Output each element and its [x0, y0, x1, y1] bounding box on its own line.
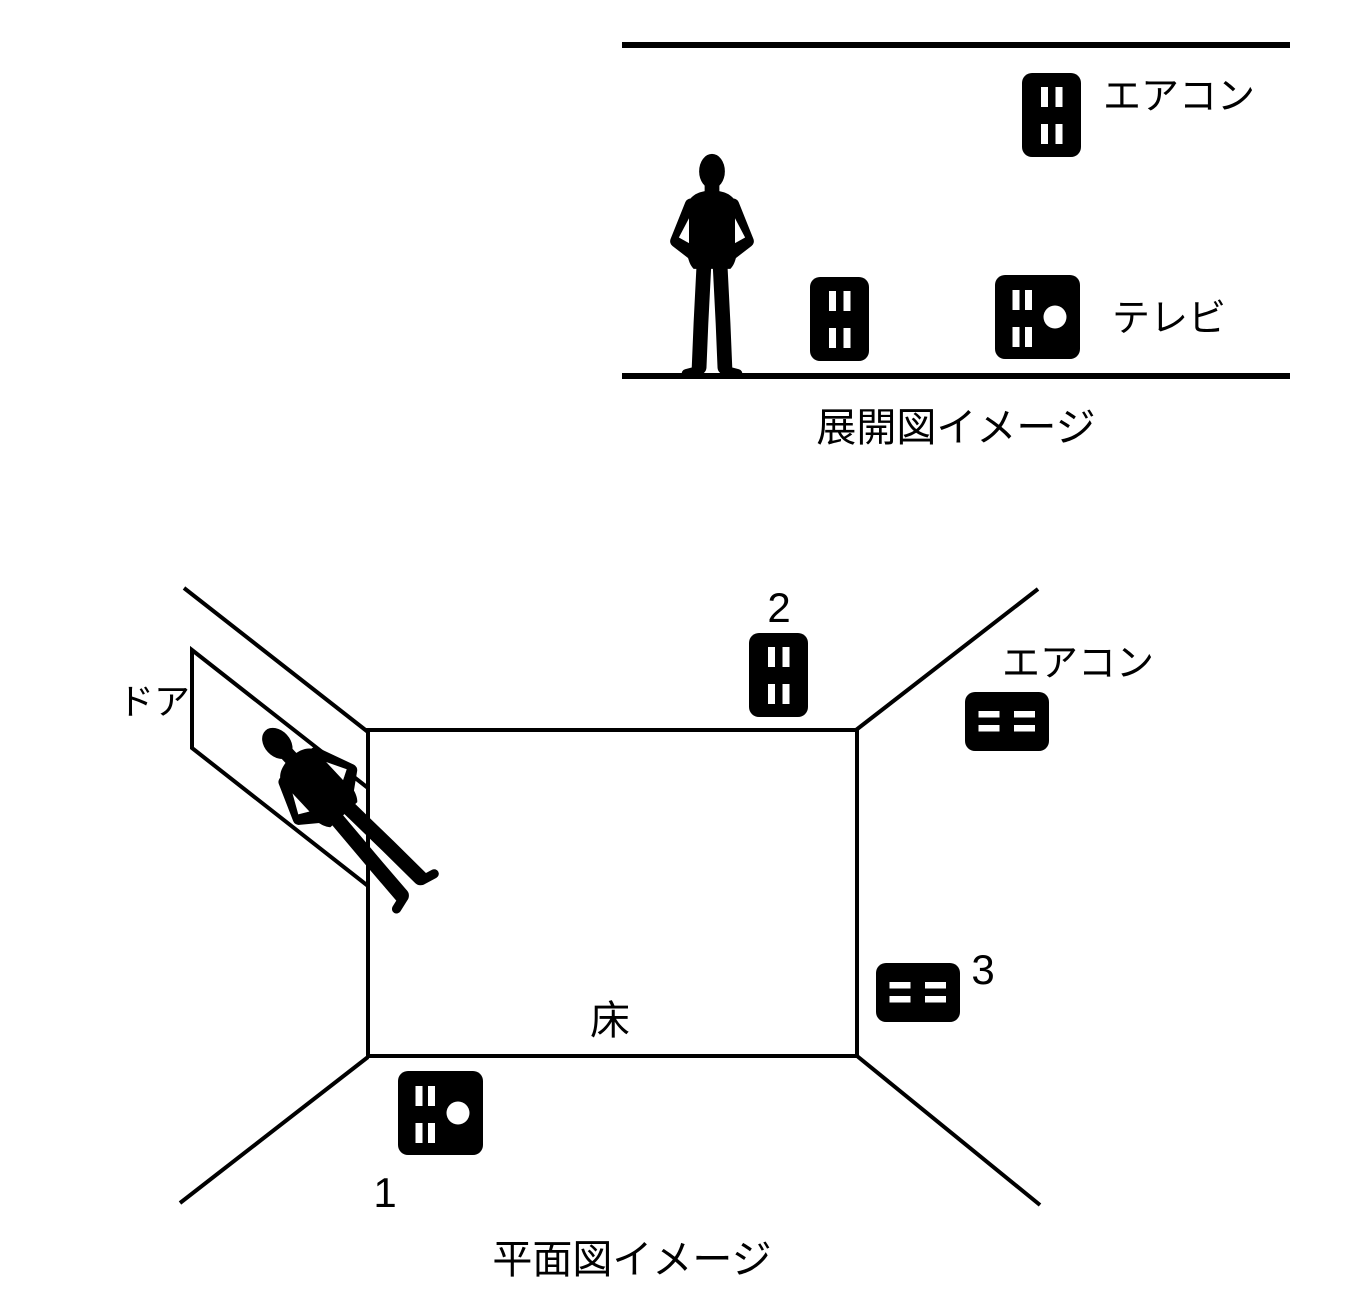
floor-label: 床: [590, 999, 630, 1043]
wall-outlet-icon: [810, 277, 869, 361]
elevation-diagram: エアコン テレビ 展開図イメージ: [622, 42, 1290, 450]
floor-plan-diagram: ドア 2 エアコン 3 床 1 平面図イメージ: [118, 584, 1154, 1282]
outlet-1-icon: [398, 1071, 483, 1155]
door-label: ドア: [118, 681, 190, 722]
outlet-3-label: 3: [971, 946, 994, 993]
wall-diagonal-top-right: [854, 587, 1040, 732]
outlet-2-label: 2: [767, 584, 790, 631]
room-floor-rect: [366, 728, 859, 1058]
aircon-outlet-icon: [1022, 73, 1081, 157]
outlet-1-label: 1: [373, 1169, 396, 1216]
tv-outlet-icon: [995, 275, 1080, 359]
elevation-aircon-label: エアコン: [1103, 76, 1255, 118]
outlet-2-icon: [749, 633, 808, 717]
elevation-tv-label: テレビ: [1112, 298, 1226, 340]
wall-diagonal-bottom-left: [178, 1055, 370, 1205]
floorplan-caption: 平面図イメージ: [492, 1238, 771, 1282]
wall-diagonal-top-left: [182, 586, 370, 734]
person-silhouette: [676, 154, 748, 374]
floorplan-aircon-label: エアコン: [1002, 643, 1154, 685]
floorplan-aircon-outlet-icon: [965, 692, 1049, 751]
wall-diagonal-bottom-right: [855, 1054, 1042, 1207]
outlet-3-icon: [876, 963, 960, 1022]
elevation-caption: 展開図イメージ: [816, 406, 1095, 450]
